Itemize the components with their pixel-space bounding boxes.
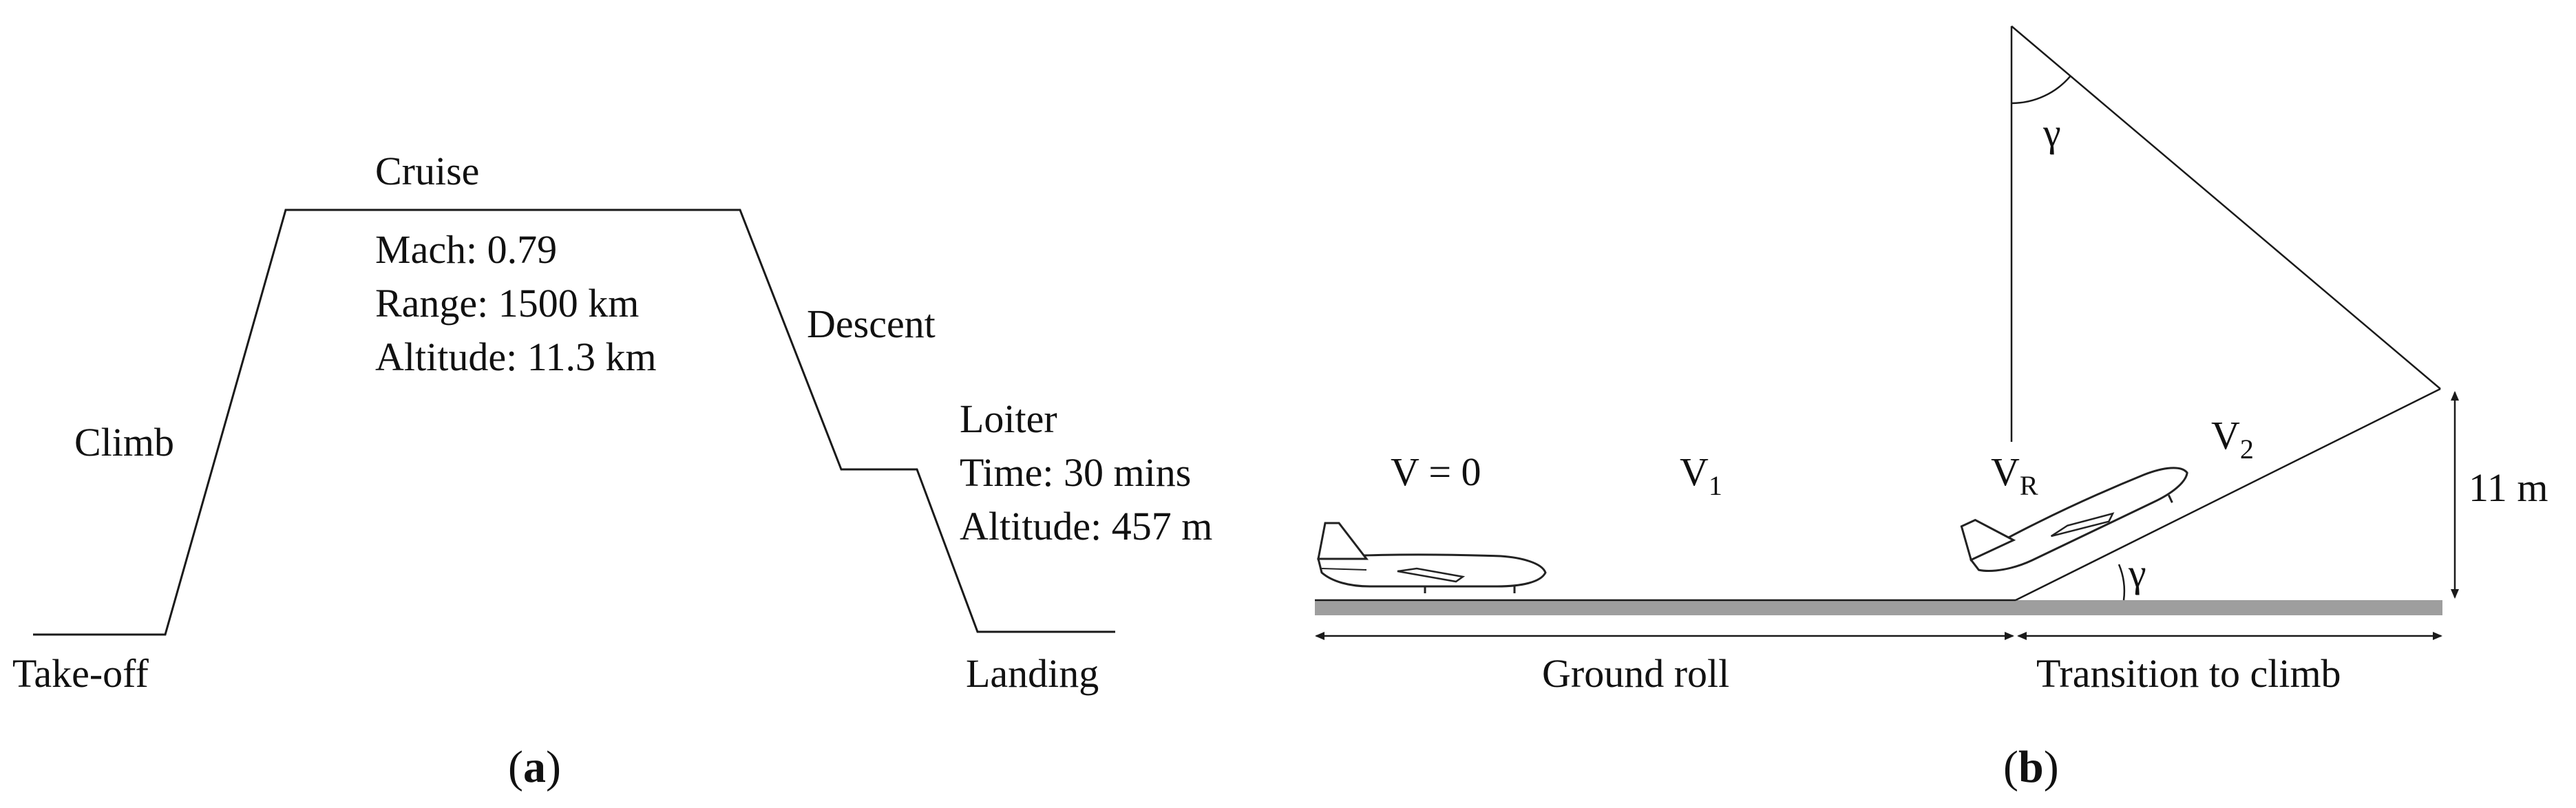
- mission-profile-line: [33, 209, 1115, 636]
- loiter-label: Loiter: [960, 396, 1057, 441]
- panel-a-mission-profile: Take-off Climb Cruise Mach: 0.79 Range: …: [12, 149, 1212, 792]
- gamma-bottom-label: γ: [2128, 551, 2146, 595]
- airplane-ground-icon: [1317, 522, 1547, 593]
- cruise-range: Range: 1500 km: [375, 281, 639, 326]
- panel-a-caption: (a): [508, 742, 561, 792]
- arc-radius-line: [2011, 25, 2441, 390]
- gamma-angle-arc-bottom: [2118, 564, 2126, 601]
- landing-label: Landing: [966, 651, 1099, 696]
- climb-label: Climb: [74, 420, 174, 465]
- runway: [1315, 600, 2442, 615]
- panel-b-takeoff-diagram: γ γ 11 m V = 0 V1 VR V2 Ground roll: [1315, 25, 2548, 792]
- cruise-mach: Mach: 0.79: [375, 227, 557, 272]
- airplane-rotating-icon: [1960, 467, 2188, 572]
- climb-path-line: [2015, 387, 2441, 602]
- ground-roll-label: Ground roll: [1542, 651, 1729, 696]
- transition-label: Transition to climb: [2036, 651, 2341, 696]
- loiter-time: Time: 30 mins: [960, 450, 1191, 495]
- v1-label: V1: [1680, 449, 1722, 501]
- panel-b-caption: (b): [2003, 742, 2059, 792]
- v-zero-label: V = 0: [1391, 449, 1481, 494]
- vr-label: VR: [1991, 449, 2038, 501]
- v2-label: V2: [2211, 413, 2254, 465]
- cruise-altitude: Altitude: 11.3 km: [375, 334, 657, 379]
- gamma-top-label: γ: [2042, 110, 2061, 155]
- loiter-altitude: Altitude: 457 m: [960, 504, 1212, 549]
- descent-label: Descent: [807, 301, 936, 346]
- cruise-label: Cruise: [375, 149, 479, 193]
- gamma-angle-arc-top: [2011, 75, 2071, 105]
- takeoff-label: Take-off: [12, 651, 149, 696]
- height-label: 11 m: [2469, 465, 2548, 510]
